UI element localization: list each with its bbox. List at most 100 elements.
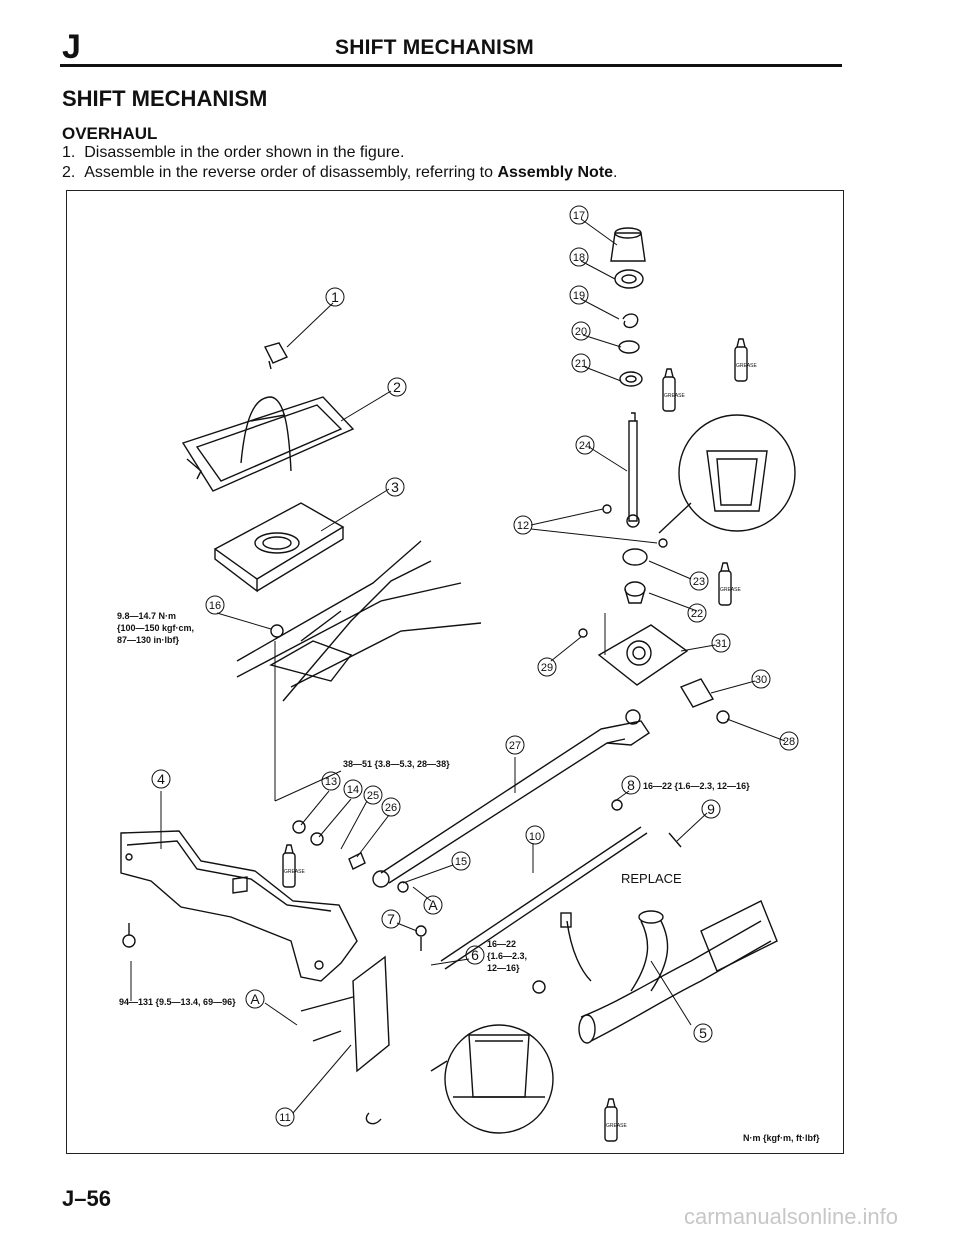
- callout-5: 5: [693, 1023, 713, 1043]
- svg-text:23: 23: [693, 576, 705, 588]
- svg-text:8: 8: [627, 777, 635, 793]
- callout-11: 11: [275, 1107, 295, 1127]
- svg-text:19: 19: [573, 290, 585, 302]
- svg-text:28: 28: [783, 736, 795, 748]
- callout-30: 30: [751, 669, 771, 689]
- running-header-title: SHIFT MECHANISM: [335, 36, 534, 59]
- callout-16: 16: [205, 595, 225, 615]
- step-1: 1. Disassemble in the order shown in the…: [62, 144, 405, 161]
- mount-part: [679, 678, 730, 724]
- callout-1: 1: [325, 287, 345, 307]
- callout-19: 19: [569, 285, 589, 305]
- lower-bushing-part: [622, 548, 648, 604]
- svg-text:10: 10: [529, 831, 541, 843]
- shift-boot-part: [181, 396, 355, 492]
- step-2: 2. Assemble in the reverse order of disa…: [62, 164, 618, 181]
- console-panel-part: [213, 502, 345, 593]
- torque-4: 94—131 {9.5—13.4, 69—96}: [119, 997, 236, 1007]
- shift-knob-part: [263, 342, 288, 370]
- watermark: carmanualsonline.info: [684, 1204, 899, 1229]
- ref-marker-a-upper: A: [423, 895, 443, 915]
- detail-circle-lower: [430, 1024, 554, 1134]
- svg-text:14: 14: [347, 784, 359, 796]
- svg-text:1: 1: [331, 289, 339, 305]
- units-label: N·m {kgf·m, ft·lbf}: [743, 1133, 820, 1143]
- header-rule: [60, 64, 842, 67]
- subsection-title: OVERHAUL: [62, 124, 158, 143]
- callout-7: 7: [381, 909, 401, 929]
- base-plate-part: [597, 624, 689, 686]
- svg-text:11: 11: [279, 1112, 290, 1124]
- callout-15: 15: [451, 851, 471, 871]
- exploded-view-drawing: 1 2 3 4 5 6 7 8 9 10 11 12 13 14 15 16 1…: [117, 205, 820, 1143]
- callout-8: 8: [621, 775, 641, 795]
- torque-16-line3: 87—130 in·lbf}: [117, 635, 180, 645]
- leader-lines: [130, 218, 786, 1114]
- section-title: SHIFT MECHANISM: [62, 86, 268, 111]
- callout-17: 17: [569, 205, 589, 225]
- svg-text:29: 29: [541, 662, 553, 674]
- exploded-view-figure: 1 2 3 4 5 6 7 8 9 10 11 12 13 14 15 16 1…: [66, 190, 844, 1154]
- svg-text:12: 12: [517, 520, 529, 532]
- svg-text:7: 7: [387, 911, 395, 927]
- svg-text:24: 24: [579, 440, 591, 452]
- svg-text:A: A: [428, 897, 438, 913]
- callout-9: 9: [701, 799, 721, 819]
- callout-6: 6: [465, 945, 485, 965]
- svg-text:4: 4: [157, 771, 165, 787]
- callout-20: 20: [571, 321, 591, 341]
- callout-24: 24: [575, 435, 595, 455]
- svg-text:3: 3: [391, 479, 399, 495]
- grease-label-4: GREASE: [284, 869, 306, 875]
- svg-text:20: 20: [575, 326, 587, 338]
- grease-label-5: GREASE: [606, 1123, 628, 1129]
- svg-text:A: A: [250, 991, 260, 1007]
- callout-3: 3: [385, 477, 405, 497]
- svg-text:5: 5: [699, 1025, 707, 1041]
- shift-lever-part: [626, 412, 640, 528]
- torque-6-line3: 12—16}: [487, 963, 520, 973]
- torque-16-line1: 9.8—14.7 N·m: [117, 611, 176, 621]
- callout-29: 29: [537, 657, 557, 677]
- callout-25: 25: [363, 785, 383, 805]
- callout-23: 23: [689, 571, 709, 591]
- crossmember-part: [120, 830, 358, 982]
- callout-31: 31: [711, 633, 731, 653]
- svg-text:6: 6: [471, 947, 479, 963]
- torque-13: 38—51 {3.8—5.3, 28—38}: [343, 759, 450, 769]
- callout-14: 14: [343, 779, 363, 799]
- svg-text:21: 21: [575, 358, 587, 370]
- svg-text:31: 31: [715, 638, 727, 650]
- torque-16-line2: {100—150 kgf·cm,: [117, 623, 194, 633]
- svg-text:18: 18: [573, 252, 585, 264]
- bracket-part: [300, 955, 390, 1125]
- exhaust-pipe-part: [560, 900, 778, 1044]
- svg-text:30: 30: [755, 674, 767, 686]
- torque-6-line1: 16—22: [487, 939, 516, 949]
- svg-text:17: 17: [573, 210, 585, 222]
- torque-8: 16—22 {1.6—2.3, 12—16}: [643, 781, 750, 791]
- grease-label-1: GREASE: [664, 393, 686, 399]
- svg-text:2: 2: [393, 379, 401, 395]
- callout-22: 22: [687, 603, 707, 623]
- callout-13: 13: [321, 771, 341, 791]
- detail-circle-upper: [658, 414, 796, 534]
- callout-26: 26: [381, 797, 401, 817]
- grease-bottle-icons: [282, 338, 748, 1142]
- replace-label: REPLACE: [621, 871, 682, 886]
- callout-2: 2: [387, 377, 407, 397]
- callout-12: 12: [513, 515, 533, 535]
- section-letter: J: [62, 28, 81, 66]
- callout-21: 21: [571, 353, 591, 373]
- grease-label-3: GREASE: [720, 587, 742, 593]
- callout-28: 28: [779, 731, 799, 751]
- console-body-part: [236, 540, 482, 702]
- svg-text:27: 27: [509, 740, 521, 752]
- svg-text:13: 13: [325, 776, 337, 788]
- torque-6-line2: {1.6—2.3,: [487, 951, 527, 961]
- svg-text:22: 22: [691, 608, 703, 620]
- ref-marker-a-lower: A: [245, 989, 265, 1009]
- svg-text:25: 25: [367, 790, 379, 802]
- bushing-stack-part: [610, 227, 646, 387]
- svg-text:16: 16: [209, 600, 221, 612]
